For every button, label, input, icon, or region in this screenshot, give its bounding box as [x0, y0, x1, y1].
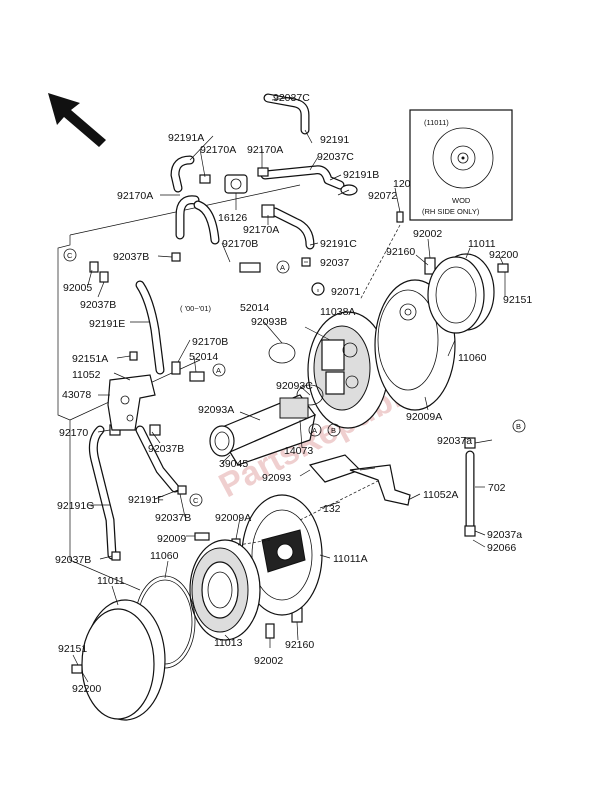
part-label-92191c: 92191C	[320, 238, 357, 250]
part-label-92072: 92072	[368, 190, 397, 202]
assembly-axis-lines	[237, 224, 401, 546]
part-label-92093b: 92093B	[251, 316, 287, 328]
callout-b-1: B	[331, 426, 336, 435]
part-label-92170a-1: 92170A	[200, 144, 236, 156]
callout-c-2: C	[193, 496, 199, 505]
plate-and-bracket-right	[308, 454, 411, 506]
part-label-92170b-2: 92170B	[192, 336, 228, 348]
part-label-92191e: 92191E	[89, 318, 125, 330]
part-label-52014-1: 52014	[240, 302, 269, 314]
part-label-92037: 92037	[320, 257, 349, 269]
inset-11011-detail: (11011) WOD (RH SIDE ONLY)	[409, 109, 513, 221]
inset-part-label: (11011)	[424, 118, 449, 127]
part-label-92200-bottom: 92200	[72, 683, 101, 695]
part-label-11052a: 11052A	[423, 489, 458, 501]
callout-c-1: C	[67, 251, 73, 260]
part-label-92170b-1: 92170B	[222, 238, 258, 250]
part-label-92037b-3: 92037B	[148, 443, 184, 455]
part-label-92005: 92005	[63, 282, 92, 294]
part-label-11060-left: 11060	[150, 550, 179, 562]
part-label-92160-bottom: 92160	[285, 639, 314, 651]
callout-markers: A A A B B C C	[63, 248, 526, 507]
part-label-16126: 16126	[218, 212, 247, 224]
breather-hoses-top	[88, 93, 475, 560]
part-label-92093a: 92093A	[198, 404, 234, 416]
part-label-92191g: 92191G	[57, 500, 94, 512]
part-label-92151-left: 92151	[58, 643, 87, 655]
part-label-11052: 11052	[72, 369, 101, 381]
part-label-92170a-2: 92170A	[247, 144, 283, 156]
part-label-92009a-2: 92009A	[215, 512, 251, 524]
part-label-92037b-4: 92037B	[155, 512, 191, 524]
part-label-92009: 92009	[157, 533, 186, 545]
part-label-39045: 39045	[219, 458, 248, 470]
part-label-92191a: 92191A	[168, 132, 204, 144]
part-label-92037c-2: 92037C	[317, 151, 354, 163]
intake-duct-14073	[209, 394, 316, 466]
part-label-132: 132	[323, 503, 341, 515]
part-label-92037a-1: 92037a	[437, 435, 472, 447]
part-label-14073: 14073	[284, 445, 313, 457]
part-label-92151-right: 92151	[503, 294, 532, 306]
part-label-52014-2: 52014	[189, 351, 218, 363]
front-direction-arrow-icon	[48, 93, 106, 147]
callout-a-1: A	[280, 263, 285, 272]
part-label-92037b-2: 92037B	[80, 299, 116, 311]
part-label-92002-bottom: 92002	[254, 655, 283, 667]
inset-model-line: WOD	[452, 196, 471, 205]
part-label-702: 702	[488, 482, 506, 494]
part-label-92037a-2: 92037a	[487, 529, 522, 541]
part-number-labels: 92037C 92191A 92170A 92170A 92191 92037C…	[55, 92, 532, 695]
part-label-11011a: 11011A	[333, 553, 368, 565]
part-label-92191: 92191	[320, 134, 349, 146]
part-label-11060-right: 11060	[458, 352, 487, 364]
part-label-92071: 92071	[331, 286, 360, 298]
year-note: ( '00~'01)	[180, 304, 212, 313]
part-label-92151a: 92151A	[72, 353, 108, 365]
part-label-92200-top: 92200	[489, 249, 518, 261]
part-label-92191b: 92191B	[343, 169, 379, 181]
part-label-92037b-5: 92037B	[55, 554, 91, 566]
part-label-92037c-top: 92037C	[273, 92, 310, 104]
part-label-11013: 11013	[214, 637, 243, 649]
part-label-92170a-left: 92170A	[117, 190, 153, 202]
right-cover-11011	[374, 253, 495, 411]
part-label-92066: 92066	[487, 542, 516, 554]
part-label-92093: 92093	[262, 472, 291, 484]
part-label-11011-left: 11011	[97, 575, 125, 587]
bracket-11052	[107, 374, 156, 431]
part-label-92191f: 92191F	[128, 494, 164, 506]
part-label-92093c: 92093C	[276, 380, 313, 392]
inset-note: (RH SIDE ONLY)	[422, 207, 480, 216]
part-label-92160-top: 92160	[386, 246, 415, 258]
callout-a-3: A	[312, 426, 317, 435]
part-label-120: 120	[393, 178, 411, 190]
part-label-92002-top: 92002	[413, 228, 442, 240]
part-label-92170a-3: 92170A	[243, 224, 279, 236]
callout-a-2: A	[216, 366, 221, 375]
part-label-92170: 92170	[59, 427, 88, 439]
callout-b-2: B	[516, 422, 521, 431]
part-label-11038a: 11038A	[320, 306, 355, 318]
gear-icon	[399, 303, 417, 321]
part-label-92037b-1: 92037B	[113, 251, 149, 263]
part-label-11011-top: 11011	[468, 238, 496, 250]
air-cleaner-base-11038a	[268, 311, 389, 429]
leader-lines	[72, 96, 506, 683]
lower-air-filter-assembly	[81, 494, 323, 721]
part-label-43078: 43078	[62, 389, 91, 401]
part-label-92009a-1: 92009A	[406, 411, 442, 423]
